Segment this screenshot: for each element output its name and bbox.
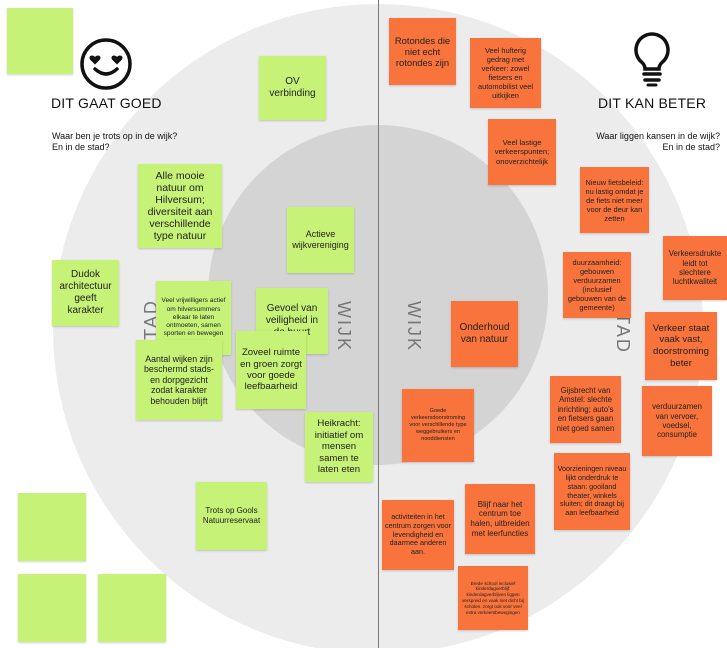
- sticky-note-text: Aantal wijken zijn beschermd stads- en d…: [144, 353, 214, 406]
- empty-sticky-note[interactable]: [98, 574, 166, 642]
- empty-sticky-note[interactable]: [18, 574, 86, 642]
- left-question: Waar ben je trots op in de wijk? En in d…: [52, 131, 178, 152]
- sticky-note[interactable]: Goede verkeersdoorstroming voor verschil…: [402, 389, 474, 462]
- sticky-note[interactable]: Trots op Gools Natuurreservaat: [196, 482, 267, 550]
- sticky-note[interactable]: Nieuw fietsbeleid: nu lastig omdat je de…: [580, 167, 649, 233]
- sticky-note[interactable]: Veel hufterig gedrag met verkeer: zowel …: [470, 38, 541, 108]
- sticky-note[interactable]: Rotondes die niet echt rotondes zijn: [389, 18, 456, 85]
- sticky-note[interactable]: Dudok architectuur geeft karakter: [52, 260, 119, 326]
- sticky-note[interactable]: Onderhoud van natuur: [451, 301, 518, 367]
- sticky-note-text: Actieve wijkvereniging: [292, 229, 349, 250]
- sticky-note-text: duurzaamheid: gebouwen verduurzamen (inc…: [567, 258, 627, 312]
- sticky-note[interactable]: Zoveel ruimte en groen zorgt voor goede …: [236, 331, 306, 409]
- sticky-note[interactable]: OV verbinding: [259, 56, 326, 120]
- sticky-note[interactable]: Voorzieningen niveau lijkt onderdruk te …: [554, 453, 630, 530]
- sticky-note-text: Onderhoud van natuur: [459, 322, 510, 345]
- ring-label-wijk-right: WIJK: [404, 301, 424, 352]
- empty-sticky-note[interactable]: [18, 493, 86, 561]
- sticky-note-text: Brede school inclusief kinderdagverblijf…: [462, 580, 524, 615]
- smiley-heart-eyes-icon: [80, 38, 132, 90]
- sticky-note-text: Nieuw fietsbeleid: nu lastig omdat je de…: [585, 177, 644, 223]
- sticky-note[interactable]: verduurzamen van vervoer, voedsel, consu…: [642, 386, 712, 456]
- sticky-note-text: Heikracht: initiatief om mensen samen te…: [314, 418, 364, 476]
- sticky-note[interactable]: Verkeersdrukte leidt tot slechtere lucht…: [663, 236, 727, 300]
- sticky-note-text: Blijf naar het centrum toe halen, uitbre…: [470, 499, 530, 538]
- sticky-note-text: Zoveel ruimte en groen zorgt voor goede …: [240, 347, 302, 393]
- sticky-note-text: Rotondes die niet echt rotondes zijn: [394, 35, 451, 68]
- sticky-note[interactable]: Brede school inclusief kinderdagverblijf…: [458, 566, 528, 630]
- sticky-note-text: Trots op Gools Natuurreservaat: [202, 506, 261, 525]
- center-divider-line: [378, 0, 379, 648]
- sticky-note[interactable]: Blijf naar het centrum toe halen, uitbre…: [465, 484, 535, 554]
- left-heading: DIT GAAT GOED: [51, 95, 162, 111]
- sticky-note-text: verduurzamen van vervoer, voedsel, consu…: [652, 402, 702, 440]
- sticky-note[interactable]: Actieve wijkvereniging: [287, 207, 354, 273]
- sticky-note-text: OV verbinding: [269, 76, 316, 99]
- right-question: Waar liggen kansen in de wijk? En in de …: [596, 131, 720, 152]
- right-heading: DIT KAN BETER: [598, 95, 707, 111]
- lightbulb-icon: [634, 32, 670, 87]
- sticky-note-text: Veel hufterig gedrag met verkeer: zowel …: [477, 46, 534, 100]
- sticky-note-text: Alle mooie natuur om Hilversum; diversit…: [147, 170, 213, 242]
- sticky-note-text: Verkeer staat vaak vast, doorstroming be…: [652, 322, 710, 369]
- sticky-note[interactable]: Verkeer staat vaak vast, doorstroming be…: [645, 312, 717, 380]
- sticky-note-text: activiteiten in het centrum zorgen voor …: [385, 512, 451, 557]
- sticky-note[interactable]: Gijsbrecht van Amstel: slechte inrichtin…: [550, 376, 621, 443]
- sticky-note[interactable]: Heikracht: initiatief om mensen samen te…: [305, 412, 373, 482]
- sticky-note-text: Gijsbrecht van Amstel: slechte inrichtin…: [556, 385, 615, 433]
- empty-sticky-note[interactable]: [7, 8, 73, 74]
- sticky-note-text: Goede verkeersdoorstroming voor verschil…: [409, 408, 467, 442]
- sticky-note-text: Veel vrijwilligers actief om hilversumme…: [161, 297, 226, 338]
- sticky-note[interactable]: Aantal wijken zijn beschermd stads- en d…: [136, 340, 222, 420]
- ring-label-wijk-left: WIJK: [334, 301, 354, 352]
- sticky-note[interactable]: Alle mooie natuur om Hilversum; diversit…: [138, 164, 222, 248]
- sticky-note-text: Veel lastige verkeerspunten; onoverzicht…: [494, 137, 550, 166]
- sticky-note[interactable]: duurzaamheid: gebouwen verduurzamen (inc…: [563, 252, 631, 318]
- sticky-note[interactable]: Veel lastige verkeerspunten; onoverzicht…: [488, 119, 556, 185]
- sticky-note-text: Voorzieningen niveau lijkt onderdruk te …: [557, 464, 627, 518]
- sticky-note-text: Verkeersdrukte leidt tot slechtere lucht…: [668, 249, 722, 287]
- sticky-note-text: Dudok architectuur geeft karakter: [59, 269, 112, 316]
- sticky-note[interactable]: activiteiten in het centrum zorgen voor …: [382, 500, 454, 570]
